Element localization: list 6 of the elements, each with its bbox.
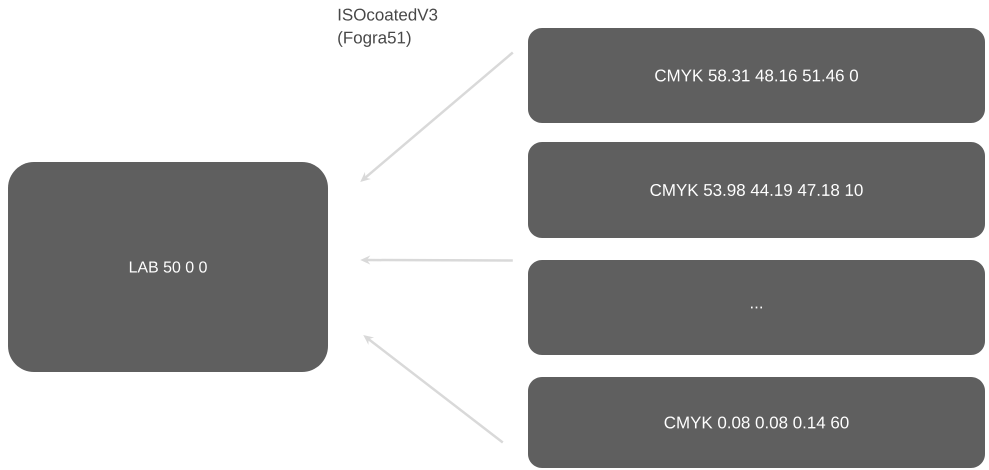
edge-label: ISOcoatedV3 (Fogra51) bbox=[338, 8, 438, 47]
cmyk-value-box: CMYK 53.98 44.19 47.18 10 bbox=[528, 142, 985, 238]
cmyk-value-box: CMYK 58.31 48.16 51.46 0 bbox=[528, 28, 985, 123]
cmyk-value-box: ... bbox=[528, 260, 985, 355]
cmyk-value-box: CMYK 0.08 0.08 0.14 60 bbox=[528, 377, 985, 468]
lab-value-box: LAB 50 0 0 bbox=[8, 162, 328, 372]
